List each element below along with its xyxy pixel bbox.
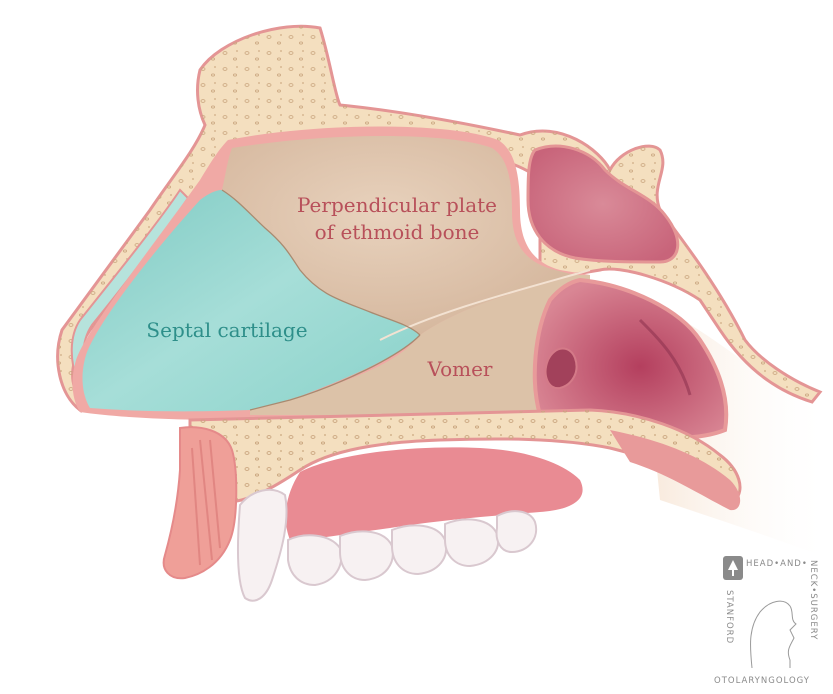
upper-teeth-row [287,510,538,587]
vomer [250,275,590,415]
logo-text-left: STANFORD [724,590,734,644]
hard-palate-texture [190,410,740,502]
tooth-4 [444,518,500,568]
cartilage-vomer-suture [249,334,421,411]
label-perpendicular-plate-line1: Perpendicular plate [297,193,497,217]
label-vomer: Vomer [426,357,492,381]
eustachian-tube-opening [544,347,578,390]
logo-profile-icon [749,600,797,669]
tooth-1 [287,534,343,587]
tooth-2 [339,530,394,582]
oral-cavity-gum [285,447,583,540]
label-perpendicular-plate-line2: of ethmoid bone [315,220,480,244]
logo-tree-icon [728,560,738,576]
stanford-ohns-logo: HEAD•AND• NECK•SURGERY STANFORD OTOLARYN… [714,556,818,686]
logo-text-top: HEAD•AND• [746,559,808,569]
ethmoid-cartilage-suture [221,189,421,336]
tooth-3 [391,524,448,576]
lip-muscle-striations [191,439,221,566]
logo-text-right: NECK•SURGERY [808,560,818,640]
soft-palate [610,430,741,511]
columella-upper-lip [162,426,238,580]
adenoid-ridge [638,318,692,396]
vomer-suture-line [379,269,591,341]
perpendicular-plate-ethmoid [222,136,575,335]
tooth-5 [495,510,538,554]
sphenoid-sinus [526,144,680,264]
incisor-tooth [236,488,288,602]
logo-text-bottom: OTOLARYNGOLOGY [714,676,810,686]
label-septal-cartilage: Septal cartilage [146,318,307,342]
septal-cartilage [82,190,420,412]
frontal-bone-texture [57,26,820,410]
